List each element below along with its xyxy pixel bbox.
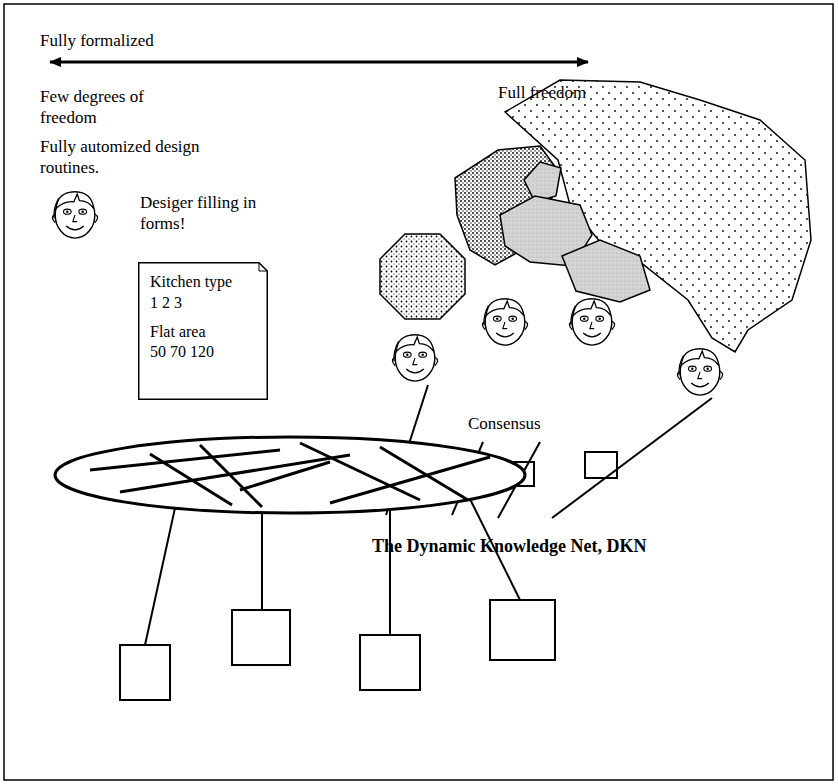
designer-face <box>569 299 614 345</box>
freedom-blob <box>380 234 465 319</box>
form-border <box>139 263 268 400</box>
module-box <box>490 600 555 660</box>
designer-label: Desiger filling in forms! <box>140 192 272 235</box>
consensus-line <box>552 398 712 518</box>
scale-label: Fully formalized <box>40 30 154 51</box>
designer-face <box>52 192 97 238</box>
net-drop-line <box>389 509 391 635</box>
consensus-square <box>585 452 617 478</box>
net-links <box>90 443 490 507</box>
designer-face <box>677 349 722 395</box>
form-field-text: 50 70 120 <box>150 342 256 363</box>
designer-face <box>482 299 527 345</box>
knowledge-net <box>55 437 525 513</box>
module-box <box>360 635 420 690</box>
scale-arrow <box>50 61 588 64</box>
module-box <box>120 645 170 700</box>
form-sheet: Kitchen type1 2 3 Flat area50 70 120 <box>138 262 268 400</box>
scale-label: Full freedom <box>498 82 586 103</box>
scale-label: Few degrees of freedom <box>40 86 158 129</box>
outer-frame <box>4 4 833 780</box>
net-title: The Dynamic Knowledge Net, DKN <box>372 535 646 558</box>
module-box <box>232 610 290 665</box>
net-drop-line <box>145 508 175 645</box>
consensus-label: Consensus <box>468 413 541 434</box>
freedom-blob <box>562 240 650 302</box>
form-field-text: Flat area <box>150 322 256 343</box>
freedom-blob <box>524 162 561 202</box>
form-fold <box>259 263 267 271</box>
net-drop-line <box>261 512 263 610</box>
scale-label: Fully automized design routines. <box>40 136 222 179</box>
form-field-text: 1 2 3 <box>150 293 256 314</box>
form-field-text: Kitchen type <box>150 272 256 293</box>
designer-face <box>392 335 437 381</box>
